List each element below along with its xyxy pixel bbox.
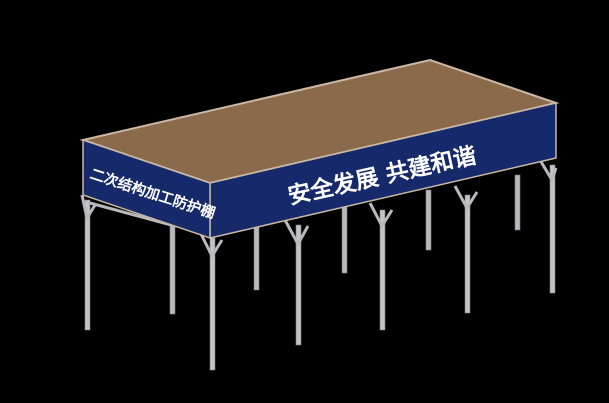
- side-banner-panel: [82, 138, 211, 240]
